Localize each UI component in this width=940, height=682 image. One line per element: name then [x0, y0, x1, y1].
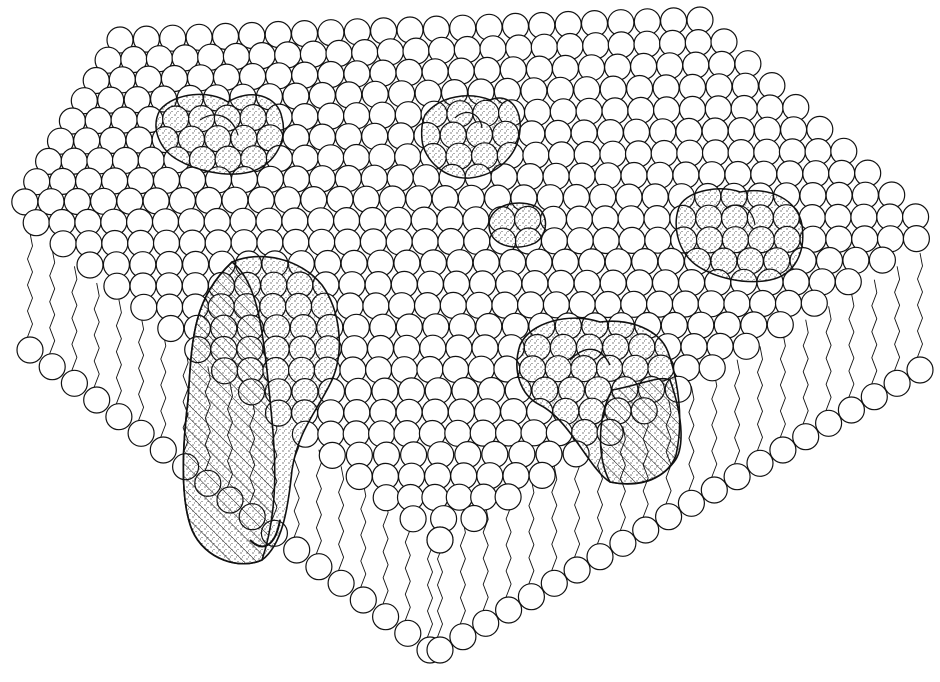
integral-protein-left [183, 257, 339, 564]
peripheral-protein-3 [489, 203, 546, 247]
phospholipid-head [735, 51, 761, 77]
phospholipid-head [104, 273, 130, 299]
phospholipid-head [683, 52, 709, 78]
phospholipid-head [660, 30, 686, 56]
fatty-acid-tail [689, 386, 694, 490]
phospholipid-head [903, 226, 929, 252]
phospholipid-head [747, 450, 773, 476]
phospholipid-head [23, 210, 49, 236]
phospholipid-head [529, 462, 555, 488]
phospholipid-head [838, 397, 864, 423]
fatty-acid-tail [116, 300, 121, 404]
phospholipid-head [835, 269, 861, 295]
phospholipid-head [158, 316, 184, 342]
fatty-acid-tail [161, 333, 166, 437]
fatty-acid-tail [826, 306, 831, 410]
fatty-acid-tail [94, 283, 99, 387]
phospholipid-head [518, 584, 544, 610]
fatty-acid-tail [139, 316, 144, 420]
phospholipid-head [306, 554, 332, 580]
phospholipid-head [450, 624, 476, 650]
phospholipid-head [128, 420, 154, 446]
fatty-acid-tail [316, 450, 321, 554]
fatty-acid-tail [849, 293, 854, 397]
phospholipid-head [656, 504, 682, 530]
phospholipid-head [84, 387, 110, 413]
phospholipid-head [633, 517, 659, 543]
fatty-acid-tail [529, 480, 534, 584]
fatty-acid-tail [712, 373, 717, 477]
phospholipid-head [39, 354, 65, 380]
fatty-acid-tail [50, 250, 55, 354]
phospholipid-head [701, 477, 727, 503]
phospholipid-head [373, 604, 399, 630]
phospholipid-head [131, 294, 157, 320]
phospholipid-head [106, 404, 132, 430]
integral-protein-right-cut-face [601, 379, 682, 484]
phospholipid-head [631, 53, 657, 79]
phospholipid-head [495, 484, 521, 510]
phospholipid-head [473, 610, 499, 636]
fatty-acid-tail [460, 520, 465, 624]
fatty-acid-tail [72, 266, 77, 370]
phospholipid-head [461, 506, 487, 532]
fatty-acid-tail [575, 453, 580, 557]
phospholipid-head [678, 490, 704, 516]
fatty-acid-tail [383, 500, 388, 604]
phospholipid-head [50, 231, 76, 257]
phospholipid-head [685, 30, 711, 56]
phospholipid-head [496, 597, 522, 623]
phospholipid-head [400, 506, 426, 532]
phospholipid-head [319, 442, 345, 468]
phospholipid-head [861, 384, 887, 410]
fatty-acid-tail [361, 483, 366, 587]
phospholipid-head [346, 464, 372, 490]
fatty-acid-tail [780, 333, 785, 437]
phospholipid-head [699, 355, 725, 381]
phospholipid-head [605, 54, 631, 80]
phospholipid-head [395, 620, 421, 646]
phospholipid-heads-top-layer [12, 7, 930, 553]
phospholipid-head [869, 247, 895, 273]
phospholipid-head [587, 544, 613, 570]
phospholipid-head [610, 530, 636, 556]
phospholipid-head [284, 537, 310, 563]
phospholipid-head [687, 7, 713, 33]
fatty-acid-tail [735, 360, 740, 464]
fatty-acid-tail [28, 233, 33, 337]
phospholipid-head [793, 424, 819, 450]
fatty-acid-tail [895, 266, 900, 370]
phospholipid-head [770, 437, 796, 463]
fatty-acid-tail [803, 320, 808, 424]
phospholipid-head [427, 527, 453, 553]
phospholipid-head [150, 437, 176, 463]
fatty-acid-tail [758, 346, 763, 450]
phospholipid-head [427, 637, 453, 663]
phospholipid-head [61, 370, 87, 396]
phospholipid-head [816, 410, 842, 436]
phospholipid-head [77, 252, 103, 278]
phospholipid-head [373, 485, 399, 511]
phospholipid-head [884, 370, 910, 396]
phospholipid-head [583, 33, 609, 59]
phospholipid-head [767, 312, 793, 338]
phospholipid-head [328, 570, 354, 596]
phospholipid-head [541, 570, 567, 596]
phospholipid-head [17, 337, 43, 363]
phospholipid-head [907, 357, 933, 383]
phospholipid-head [608, 32, 634, 58]
phospholipid-head [733, 333, 759, 359]
fatty-acid-tail [339, 466, 344, 570]
fatty-acid-tail [872, 280, 877, 384]
phospholipid-head [801, 290, 827, 316]
fatty-acid-tail [918, 253, 923, 357]
phospholipid-head [350, 587, 376, 613]
phospholipid-head [724, 464, 750, 490]
phospholipid-head [564, 557, 590, 583]
